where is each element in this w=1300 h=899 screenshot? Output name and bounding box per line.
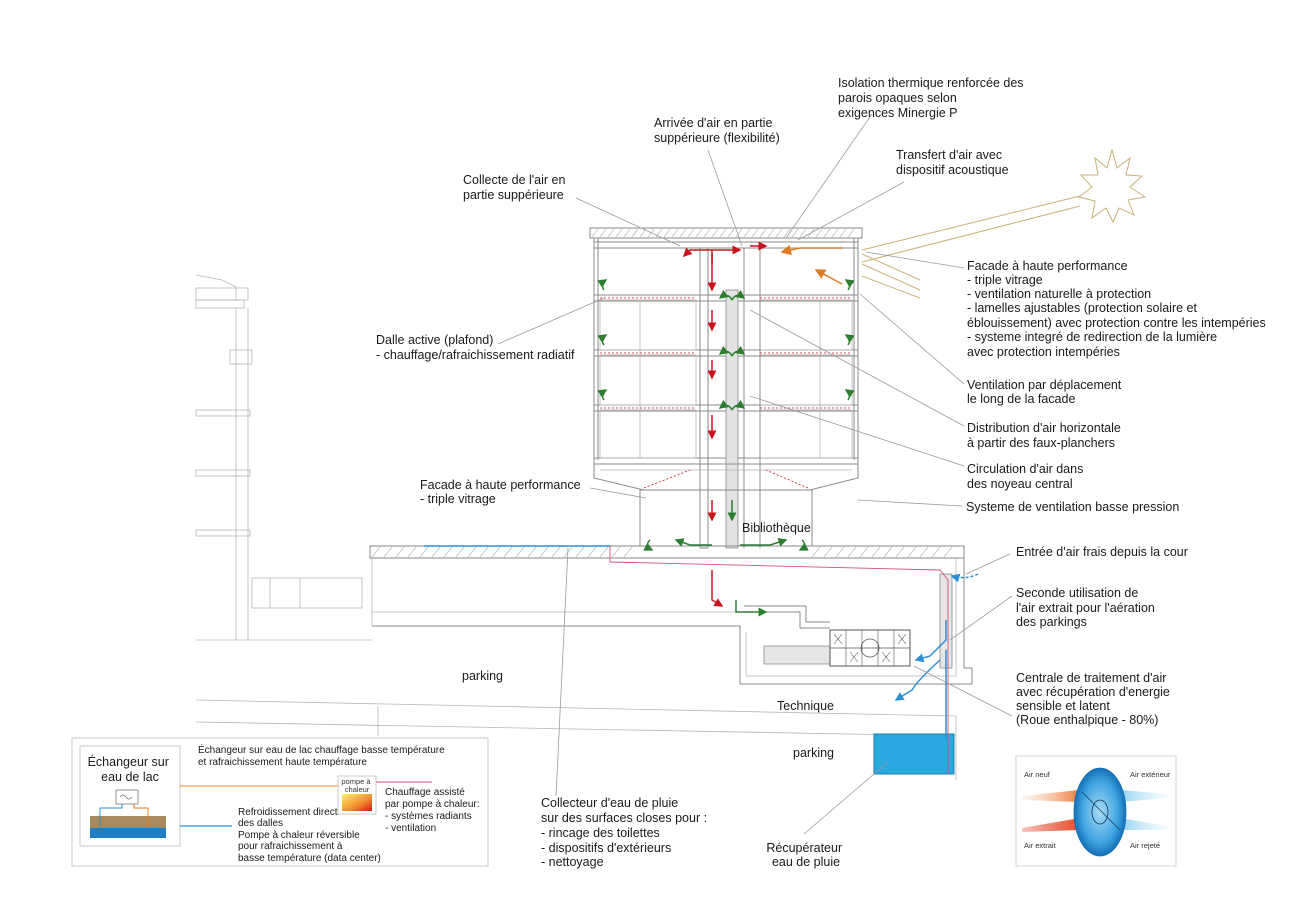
label-systeme-ventilation: Systeme de ventilation basse pression xyxy=(966,500,1179,514)
air-handling-unit xyxy=(829,629,911,667)
label-recuperateur: Récupérateur eau de pluie xyxy=(766,841,845,869)
label-collecteur: Collecteur d'eau de pluie sur des surfac… xyxy=(541,796,711,869)
heat-pump-icon xyxy=(342,794,372,811)
enthalpy-wheel-icon xyxy=(1073,767,1127,857)
label-parking-lower: parking xyxy=(793,746,834,760)
wheel-air-neuf: Air neuf xyxy=(1024,770,1051,779)
legend-pompe: pompe à chaleur xyxy=(341,777,372,794)
tower-building xyxy=(589,227,863,549)
rainwater-tank xyxy=(873,733,955,775)
label-seconde-utilisation: Seconde utilisation de l'air extrait pou… xyxy=(1016,586,1158,629)
label-circulation-air: Circulation d'air dans des noyeau centra… xyxy=(967,462,1087,491)
label-centrale: Centrale de traitement d'air avec récupé… xyxy=(1016,671,1173,727)
neighbour-building xyxy=(195,274,372,641)
air-flow-arrows xyxy=(597,241,979,740)
legend-chauffage: Chauffage assisté par pompe à chaleur: -… xyxy=(385,787,482,834)
label-parking-upper: parking xyxy=(462,669,503,683)
ground-structure xyxy=(195,545,973,780)
label-transfert-air: Transfert d'air avec dispositif acoustiq… xyxy=(896,148,1009,177)
label-entree-air: Entrée d'air frais depuis la cour xyxy=(1016,545,1188,559)
label-facade-basse: Facade à haute performance - triple vitr… xyxy=(420,478,584,506)
label-collecte-air: Collecte de l'air en partie suppérieure xyxy=(463,173,569,202)
label-arrivee-air: Arrivée d'air en partie suppérieure (fle… xyxy=(654,116,780,145)
legend-box-title: Échangeur sur eau de lac xyxy=(88,754,173,784)
energy-legend: Échangeur sur eau de lac Échangeur sur e… xyxy=(71,737,489,867)
leader-lines xyxy=(497,113,1013,835)
wheel-air-extrait: Air extrait xyxy=(1024,841,1057,850)
annotation-labels: Isolation thermique renforcée des parois… xyxy=(376,76,1269,869)
label-dalle-active: Dalle active (plafond) - chauffage/rafra… xyxy=(376,333,575,362)
legend-echangeur: Échangeur sur eau de lac chauffage basse… xyxy=(198,743,447,768)
lake-exchanger-icon xyxy=(90,789,166,838)
sun-icon xyxy=(861,148,1147,299)
legend-refroidissement: Refroidissement direct des dalles Pompe … xyxy=(238,807,381,864)
label-ventilation-deplacement: Ventilation par déplacement le long de l… xyxy=(967,378,1125,406)
label-technique: Technique xyxy=(777,699,834,713)
wheel-air-exterieur: Air extérieur xyxy=(1130,770,1171,779)
enthalpy-wheel-legend: Air neuf Air extérieur Air extrait Air r… xyxy=(1015,755,1177,867)
label-facade-haute: Facade à haute performance - triple vitr… xyxy=(967,259,1269,359)
label-bibliotheque: Bibliothèque xyxy=(742,521,811,535)
heat-pump-line xyxy=(609,546,949,774)
wheel-air-rejete: Air rejeté xyxy=(1130,841,1160,850)
label-isolation: Isolation thermique renforcée des parois… xyxy=(838,76,1027,120)
label-distribution-air: Distribution d'air horizontale à partir … xyxy=(967,421,1124,450)
